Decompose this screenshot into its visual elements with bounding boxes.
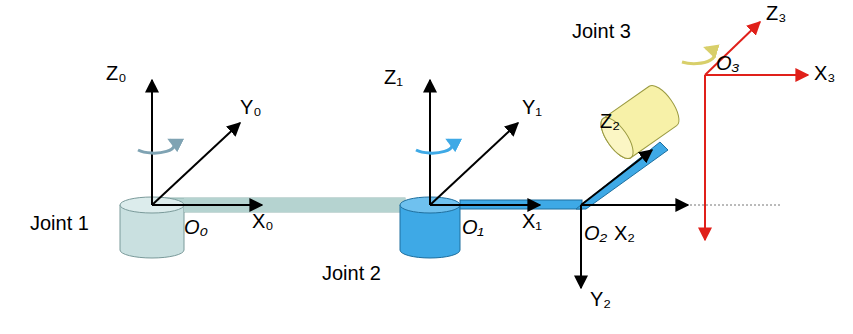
dotted-extension [690,205,780,206]
axis-label: Y₁ [522,96,542,118]
axis-label: X₀ [252,210,274,232]
frame-axes [152,80,262,205]
axis-label: O₂ [584,222,607,244]
joint-label: Joint 3 [572,20,631,42]
rotation-arrow [416,140,452,153]
axis-label: Z₁ [384,66,403,88]
axis-label: Y₂ [590,288,611,310]
rotation-arrow [682,48,714,64]
joint-cylinder [120,197,184,258]
axis-label: X₂ [614,222,635,244]
joint-cylinder [595,81,685,164]
axis-label: Z₂ [600,110,620,132]
axis-label: X₃ [814,62,835,84]
rotation-arrow [138,140,174,153]
axis-label: Y₀ [240,96,262,118]
axis-label: Z₃ [766,2,786,24]
frame-axes [581,150,688,288]
joint-label: Joint 1 [30,212,89,234]
joint-label: Joint 2 [322,262,381,284]
axis-label: Z₀ [106,62,127,84]
axis-label: O₀ [184,216,208,238]
frame-axes [705,22,808,240]
axis-label: O₃ [716,52,740,74]
joint-cylinder [400,197,460,258]
axis-label: O₁ [462,216,484,238]
axis-label: X₁ [522,210,542,232]
